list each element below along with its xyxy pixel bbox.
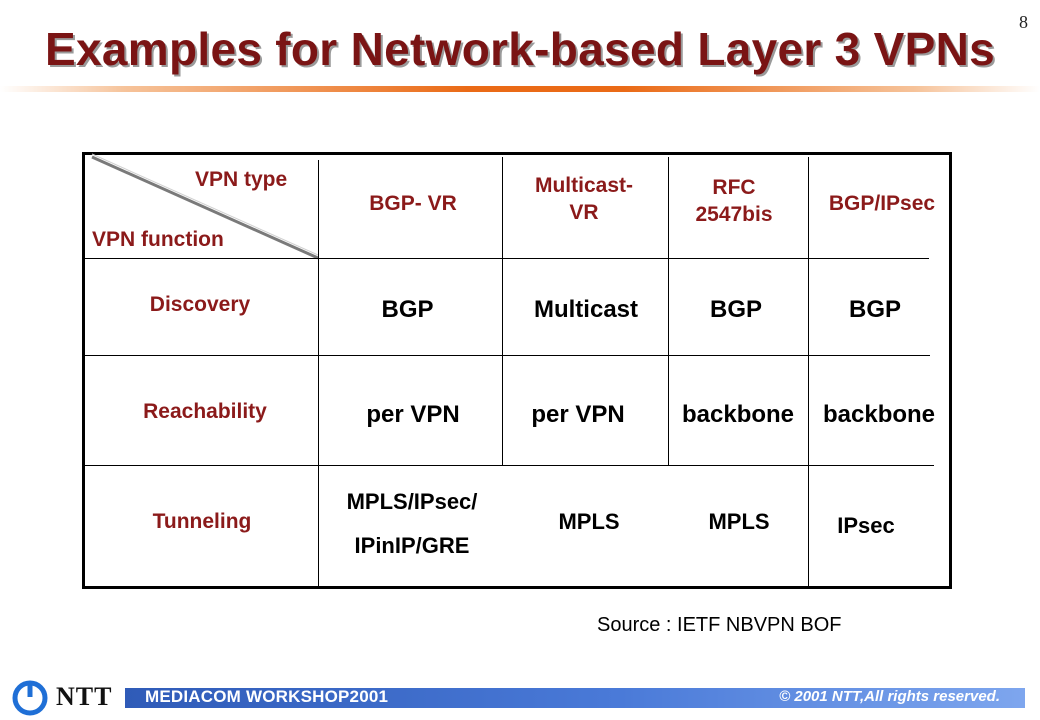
table-cell: Multicast	[533, 296, 638, 323]
row-label-tunneling: Tunneling	[152, 510, 252, 533]
copyright-symbol: ©	[779, 688, 791, 705]
table-cell: MPLS	[708, 509, 770, 534]
column-header-multicast-vr: Multicast- VR	[534, 174, 633, 225]
row-divider	[84, 465, 934, 466]
column-header-rfc2547bis: RFC 2547bis	[695, 176, 773, 227]
table-cell: backbone	[822, 401, 936, 428]
title-underline	[0, 86, 1040, 92]
footer-event: MEDIACOM WORKSHOP2001	[145, 687, 389, 706]
table-cell: BGP	[848, 296, 901, 323]
source-note: Source : IETF NBVPN BOF	[597, 614, 842, 636]
ntt-logo-icon	[12, 680, 48, 716]
row-label-discovery: Discovery	[149, 293, 251, 316]
table-cell: per VPN	[531, 401, 625, 428]
row-label-reachability: Reachability	[143, 400, 267, 423]
column-divider	[502, 157, 503, 465]
table-cell: BGP	[709, 296, 762, 323]
table-cell: per VPN	[366, 401, 460, 428]
title-area: Examples for Network-based Layer 3 VPNs	[0, 22, 1040, 76]
vpn-function-label: VPN function	[92, 228, 224, 251]
table-cell: backbone	[681, 401, 795, 428]
copyright-text: 2001 NTT,All rights reserved.	[794, 688, 1000, 705]
vpn-comparison-table	[82, 152, 952, 589]
vpn-type-label: VPN type	[195, 168, 288, 191]
table-cell: BGP	[381, 296, 434, 323]
table-cell-extra-line: IPinIP/GRE	[354, 533, 470, 558]
slide-title: Examples for Network-based Layer 3 VPNs	[45, 23, 995, 75]
table-cell: IPsec	[837, 513, 895, 538]
footer-bar	[125, 688, 1025, 708]
footer-copyright: © 2001 NTT,All rights reserved.	[779, 688, 1000, 705]
brand-logotype: NTT	[56, 682, 113, 711]
column-divider	[318, 160, 319, 588]
table-cell: MPLS/IPsec/	[346, 489, 478, 514]
page-number: 8	[1019, 12, 1028, 32]
column-header-bgp-vr: BGP- VR	[369, 192, 457, 215]
table-cell: MPLS	[558, 509, 620, 534]
column-header-bgp-ipsec: BGP/IPsec	[828, 192, 936, 215]
column-divider	[668, 157, 669, 465]
row-divider	[84, 355, 930, 356]
column-divider	[808, 157, 809, 589]
row-divider	[84, 258, 929, 259]
